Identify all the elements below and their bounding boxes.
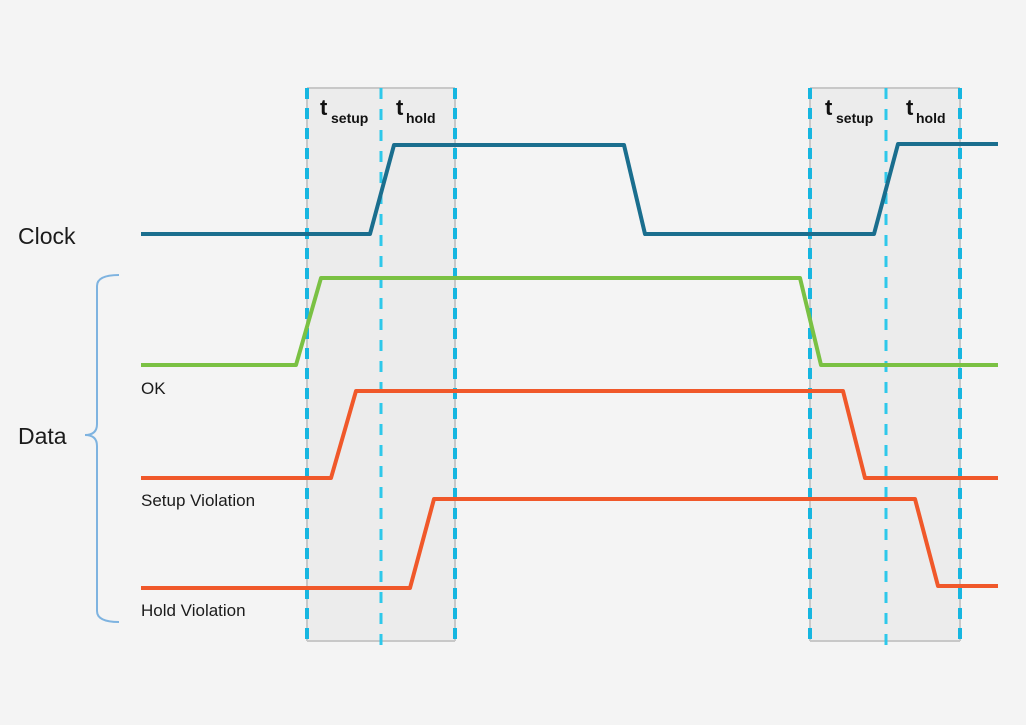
annotation-t-setup-1: t setup: [320, 95, 368, 126]
waveform-hold-violation: [141, 497, 998, 590]
annotation-t-setup-2: t setup: [825, 95, 873, 126]
setup-hold-window-1: [305, 87, 457, 645]
label-ok: OK: [141, 379, 166, 398]
label-setup-violation: Setup Violation: [141, 491, 255, 510]
annotation-t-hold-2: t hold: [906, 95, 946, 126]
waveform-clock: [141, 142, 998, 236]
annotation-t-hold-1: t hold: [396, 95, 436, 126]
t-setup-2-subscript: setup: [836, 110, 873, 126]
t-setup-2-base: t: [825, 95, 833, 120]
t-setup-1-subscript: setup: [331, 110, 368, 126]
t-setup-1-base: t: [320, 95, 328, 120]
waveform-setup-violation: [141, 389, 998, 480]
t-hold-2-subscript: hold: [916, 110, 946, 126]
t-hold-1-base: t: [396, 95, 404, 120]
waveform-ok: [141, 276, 998, 367]
label-hold-violation: Hold Violation: [141, 601, 246, 620]
label-data: Data: [18, 423, 67, 449]
label-clock: Clock: [18, 223, 76, 249]
data-brace: [84, 274, 120, 623]
t-hold-1-subscript: hold: [406, 110, 436, 126]
t-hold-2-base: t: [906, 95, 914, 120]
